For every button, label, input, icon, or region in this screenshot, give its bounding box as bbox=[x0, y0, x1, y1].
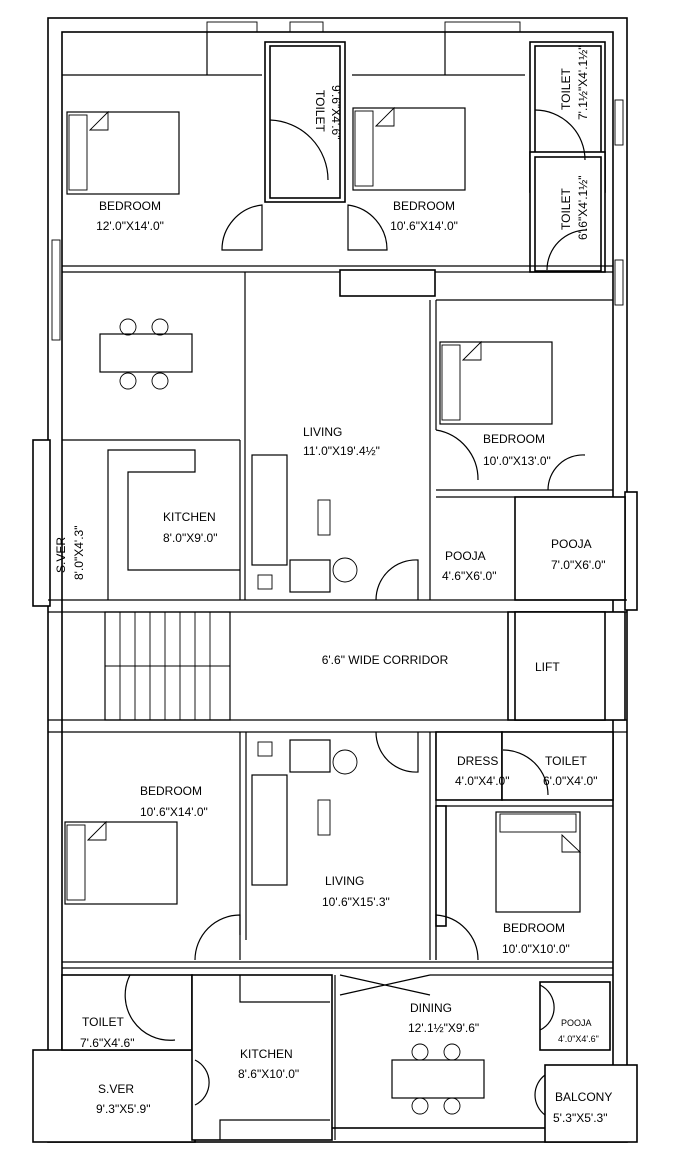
svg-text:8'.6"X10'.0": 8'.6"X10'.0" bbox=[238, 1067, 299, 1081]
svg-text:KITCHEN: KITCHEN bbox=[163, 510, 216, 524]
staircase bbox=[104, 611, 231, 721]
svg-text:9'.3"X5'.9": 9'.3"X5'.9" bbox=[96, 1102, 150, 1116]
svg-text:BEDROOM: BEDROOM bbox=[393, 199, 455, 213]
svg-text:S.VER: S.VER bbox=[98, 1082, 134, 1096]
lift-label: LIFT bbox=[535, 660, 560, 674]
svg-text:BEDROOM: BEDROOM bbox=[503, 921, 565, 935]
room-upper-sver: S.VER 8'.0"X4'.3" bbox=[54, 526, 86, 580]
room-top-bedroom-left: BEDROOM 12'.0"X14'.0" bbox=[96, 199, 164, 233]
svg-text:12'.1½"X9'.6": 12'.1½"X9'.6" bbox=[408, 1021, 479, 1035]
svg-text:BALCONY: BALCONY bbox=[555, 1090, 612, 1104]
svg-text:TOILET: TOILET bbox=[559, 68, 573, 110]
bed-icon bbox=[439, 340, 553, 425]
svg-text:7'.1½"X4'.1½": 7'.1½"X4'.1½" bbox=[576, 46, 590, 120]
svg-text:KITCHEN: KITCHEN bbox=[240, 1047, 293, 1061]
svg-text:7'.6"X4'.6": 7'.6"X4'.6" bbox=[80, 1036, 134, 1050]
svg-text:4'.0"X4'.6": 4'.0"X4'.6" bbox=[558, 1034, 599, 1044]
bed-icon bbox=[64, 820, 178, 905]
svg-text:11'.0"X19'.4½": 11'.0"X19'.4½" bbox=[303, 444, 380, 458]
svg-text:BEDROOM: BEDROOM bbox=[140, 784, 202, 798]
room-dining: DINING 12'.1½"X9'.6" bbox=[408, 1001, 479, 1035]
room-lower-kitchen: KITCHEN 8'.6"X10'.0" bbox=[238, 1047, 299, 1081]
sofa-icon bbox=[251, 454, 358, 593]
svg-text:POOJA: POOJA bbox=[551, 537, 592, 551]
svg-text:4'.0"X4'.0": 4'.0"X4'.0" bbox=[455, 774, 509, 788]
bed-icon bbox=[66, 110, 180, 195]
lower-sver-balcony bbox=[32, 1049, 196, 1143]
svg-text:10'.6"X14'.0": 10'.6"X14'.0" bbox=[390, 219, 458, 233]
svg-text:10'.6"X14'.0": 10'.6"X14'.0" bbox=[140, 805, 208, 819]
svg-text:S.VER: S.VER bbox=[54, 537, 68, 573]
room-upper-pooja-large: POOJA 7'.0"X6'.0" bbox=[551, 537, 605, 572]
room-top-bedroom-right: BEDROOM 10'.6"X14'.0" bbox=[390, 199, 458, 233]
bed-icon bbox=[352, 106, 466, 191]
svg-text:9'.6"X4'.6": 9'.6"X4'.6" bbox=[329, 85, 343, 139]
svg-text:8'.0"X9'.0": 8'.0"X9'.0" bbox=[163, 531, 217, 545]
upper-sver-balcony bbox=[32, 439, 51, 607]
svg-text:POOJA: POOJA bbox=[445, 549, 486, 563]
room-lower-toilet-left: TOILET 7'.6"X4'.6" bbox=[80, 1015, 134, 1050]
svg-text:LIVING: LIVING bbox=[303, 425, 342, 439]
svg-text:DRESS: DRESS bbox=[457, 754, 498, 768]
svg-text:12'.0"X14'.0": 12'.0"X14'.0" bbox=[96, 219, 164, 233]
dining-table-icon bbox=[391, 1043, 485, 1115]
svg-text:TOILET: TOILET bbox=[545, 754, 587, 768]
room-balcony: BALCONY 5'.3"X5'.3" bbox=[553, 1090, 612, 1125]
svg-text:10'.6"X15'.3": 10'.6"X15'.3" bbox=[322, 895, 390, 909]
walls bbox=[32, 17, 638, 1143]
corridor-label: 6'.6" WIDE CORRIDOR bbox=[322, 653, 449, 667]
room-upper-bedroom: BEDROOM 10'.0"X13'.0" bbox=[483, 432, 551, 468]
svg-text:10'.0"X13'.0": 10'.0"X13'.0" bbox=[483, 454, 551, 468]
svg-text:BEDROOM: BEDROOM bbox=[483, 432, 545, 446]
room-lower-sver: S.VER 9'.3"X5'.9" bbox=[96, 1082, 150, 1116]
svg-text:TOILET: TOILET bbox=[559, 188, 573, 230]
svg-text:8'.0"X4'.3": 8'.0"X4'.3" bbox=[72, 526, 86, 580]
svg-text:DINING: DINING bbox=[410, 1001, 452, 1015]
svg-text:LIVING: LIVING bbox=[325, 874, 364, 888]
svg-text:5'.3"X5'.3": 5'.3"X5'.3" bbox=[553, 1111, 607, 1125]
room-lower-living: LIVING 10'.6"X15'.3" bbox=[322, 874, 390, 909]
room-lower-pooja: POOJA 4'.0"X4'.6" bbox=[558, 1018, 599, 1044]
room-lower-bedroom-left: BEDROOM 10'.6"X14'.0" bbox=[140, 784, 208, 819]
svg-text:6'.0"X4'.0": 6'.0"X4'.0" bbox=[543, 774, 597, 788]
svg-text:6'.6"X4'.1½": 6'.6"X4'.1½" bbox=[576, 176, 590, 240]
room-lower-bedroom-right: BEDROOM 10'.0"X10'.0" bbox=[502, 921, 570, 956]
room-lower-toilet-right: TOILET 6'.0"X4'.0" bbox=[543, 754, 597, 788]
svg-text:10'.0"X10'.0": 10'.0"X10'.0" bbox=[502, 942, 570, 956]
room-upper-kitchen: KITCHEN 8'.0"X9'.0" bbox=[163, 510, 217, 545]
svg-text:POOJA: POOJA bbox=[561, 1018, 592, 1028]
room-upper-pooja-small: POOJA 4'.6"X6'.0" bbox=[442, 549, 496, 583]
sofa-icon bbox=[251, 739, 358, 886]
room-lower-dress: DRESS 4'.0"X4'.0" bbox=[455, 754, 509, 788]
balcony-area bbox=[544, 1064, 638, 1143]
svg-text:BEDROOM: BEDROOM bbox=[99, 199, 161, 213]
svg-text:7'.0"X6'.0": 7'.0"X6'.0" bbox=[551, 558, 605, 572]
svg-text:TOILET: TOILET bbox=[313, 90, 327, 132]
svg-text:4'.6"X6'.0": 4'.6"X6'.0" bbox=[442, 569, 496, 583]
bed-icon bbox=[495, 811, 582, 913]
dining-table-icon bbox=[99, 318, 193, 390]
room-upper-living: LIVING 11'.0"X19'.4½" bbox=[303, 425, 380, 458]
svg-text:TOILET: TOILET bbox=[82, 1015, 124, 1029]
